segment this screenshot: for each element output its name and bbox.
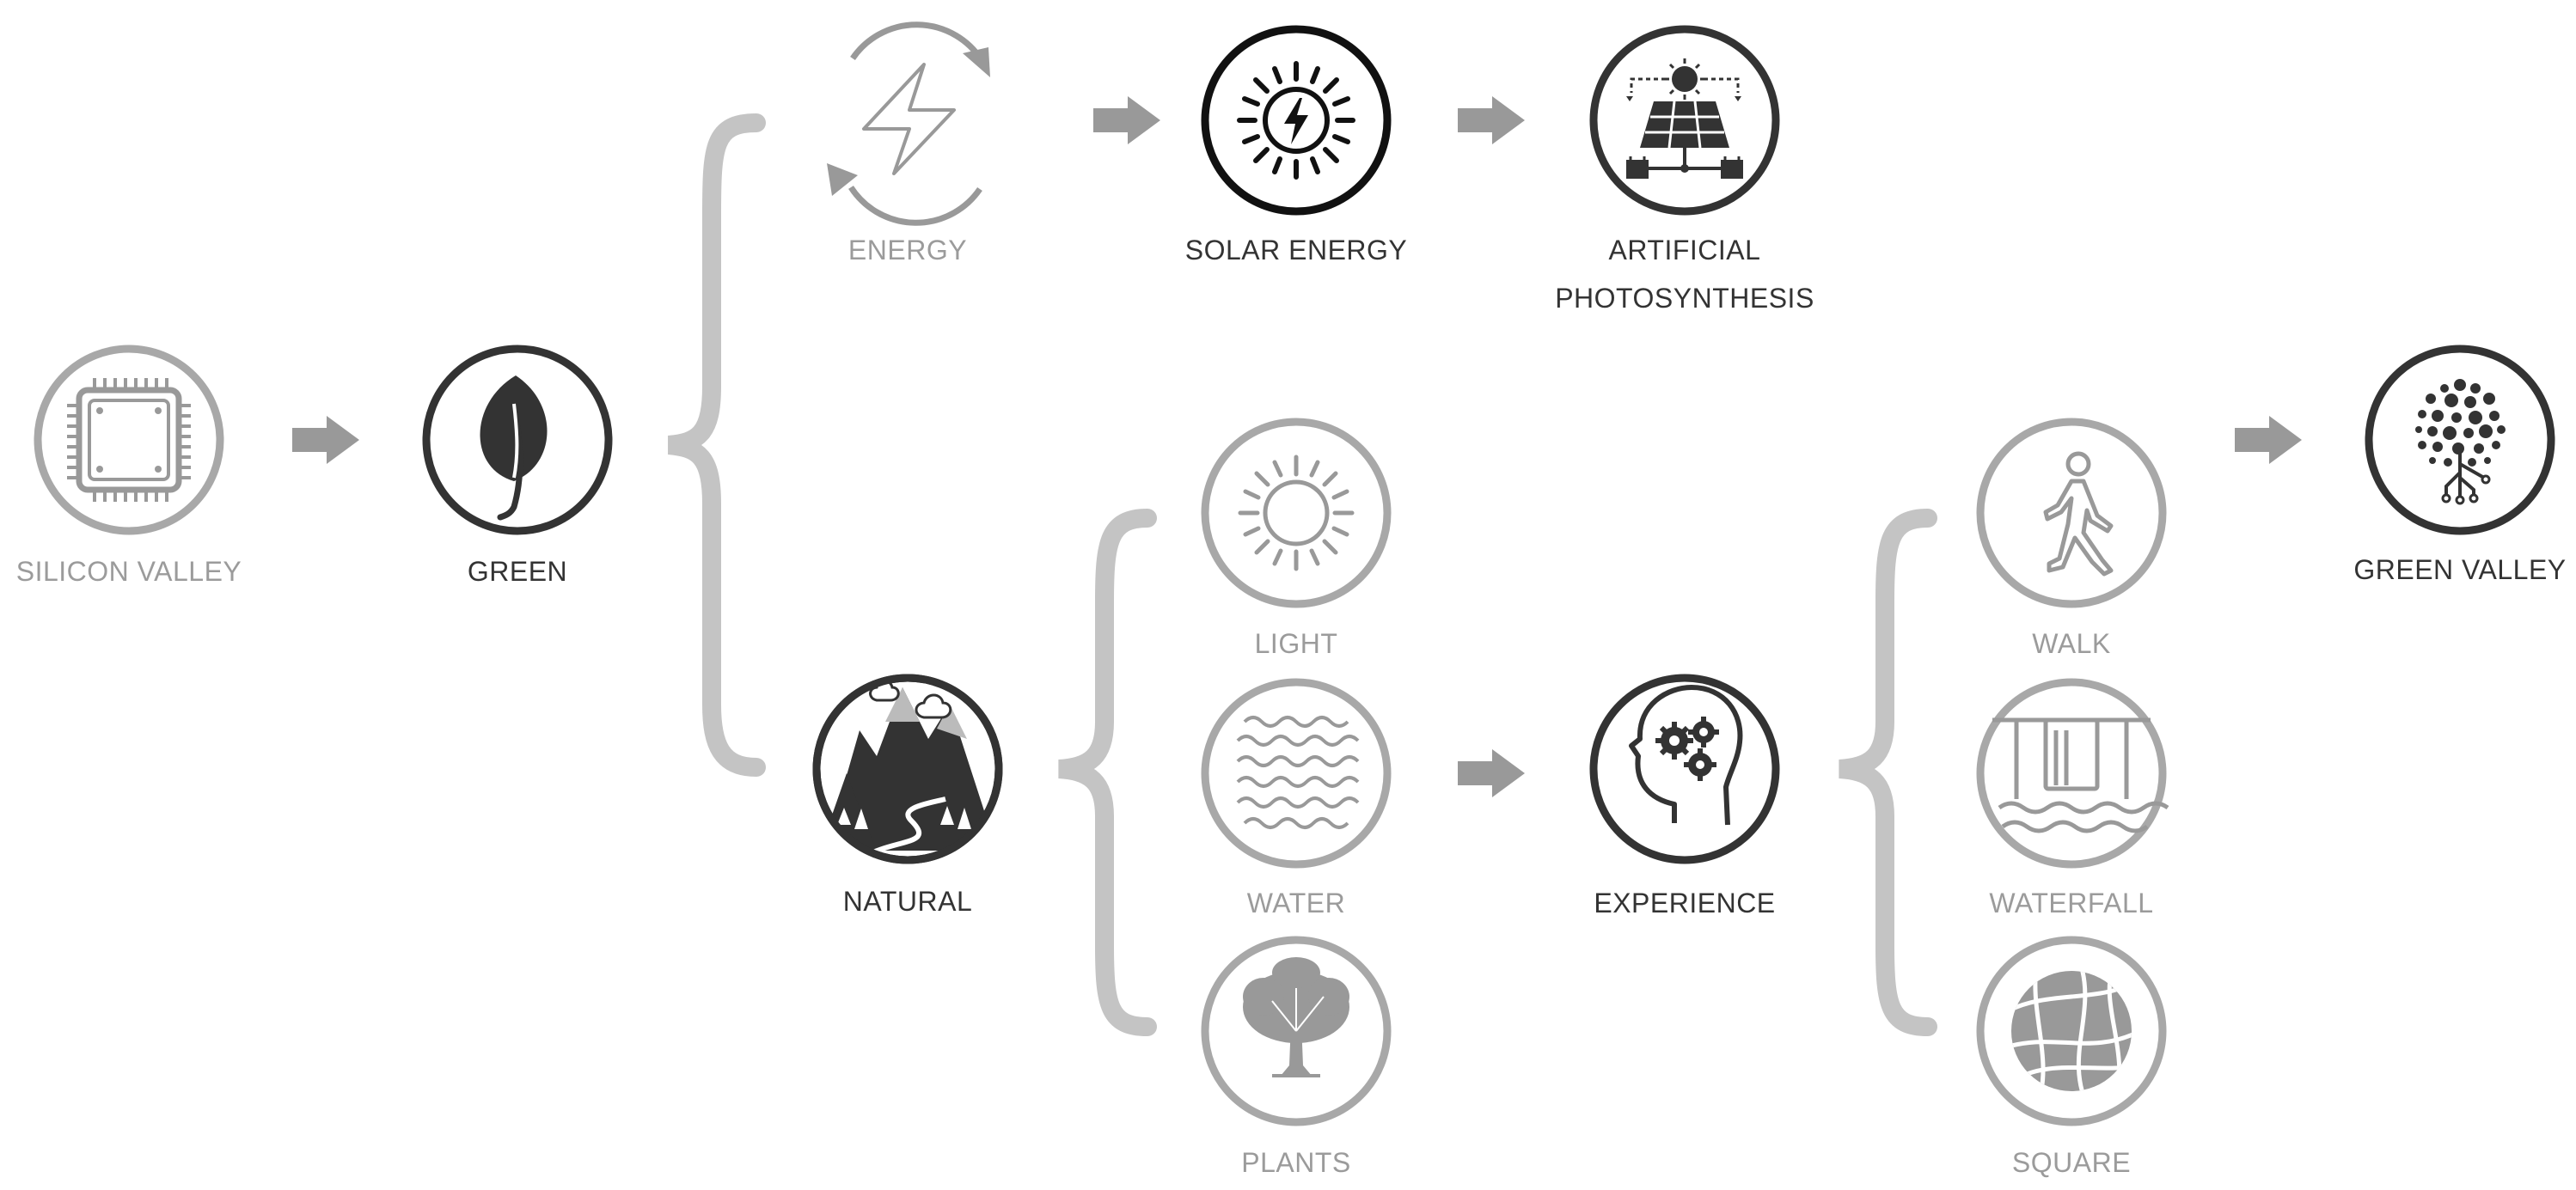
node-energy: ENERGY — [827, 21, 990, 265]
node-walk: WALK — [1976, 418, 2167, 659]
walking-person-icon — [2043, 451, 2114, 577]
node-experience: EXPERIENCE — [1589, 674, 1780, 918]
tree-icon — [1243, 957, 1349, 1077]
node-natural: NATURAL — [812, 674, 1003, 917]
label-natural: NATURAL — [843, 886, 972, 917]
waterfall-icon — [1992, 717, 2169, 833]
node-solar-energy: SOLAR ENERGY — [1185, 25, 1408, 265]
label-light: LIGHT — [1255, 628, 1338, 659]
node-water: WATER — [1201, 678, 1392, 918]
head-gears-icon — [1629, 685, 1743, 826]
label-solar-energy: SOLAR ENERGY — [1185, 235, 1408, 265]
label-green: GREEN — [468, 556, 567, 587]
label-artificial-line1: ARTIFICIAL — [1609, 235, 1761, 265]
label-silicon-valley: SILICON VALLEY — [16, 556, 242, 587]
label-plants: PLANTS — [1241, 1147, 1350, 1178]
brace-natural — [1058, 509, 1157, 1036]
label-walk: WALK — [2032, 628, 2111, 659]
node-square: SQUARE — [1976, 936, 2167, 1178]
label-waterfall: WATERFALL — [1989, 888, 2153, 918]
arrow-walk-to-greenvalley — [2235, 416, 2302, 464]
node-waterfall: WATERFALL — [1976, 678, 2169, 918]
arrow-solar-to-artificial — [1458, 96, 1525, 144]
label-water: WATER — [1247, 888, 1345, 918]
microchip-icon — [67, 378, 191, 502]
label-experience: EXPERIENCE — [1594, 888, 1775, 918]
node-plants: PLANTS — [1201, 936, 1392, 1178]
node-green-valley: GREEN VALLEY — [2353, 345, 2566, 585]
brace-green — [667, 113, 766, 777]
sun-icon — [1238, 455, 1355, 571]
node-artificial-photosynthesis: ARTIFICIAL PHOTOSYNTHESIS — [1555, 25, 1814, 314]
label-energy: ENERGY — [848, 235, 967, 265]
leaf-icon — [480, 375, 548, 521]
arrow-silicon-to-green — [292, 416, 359, 464]
node-light: LIGHT — [1201, 418, 1392, 659]
label-square: SQUARE — [2012, 1147, 2131, 1178]
label-green-valley: GREEN VALLEY — [2353, 554, 2566, 585]
node-silicon-valley: SILICON VALLEY — [16, 345, 242, 587]
label-artificial-line2: PHOTOSYNTHESIS — [1555, 283, 1814, 314]
brace-experience — [1839, 509, 1937, 1036]
arrow-water-to-experience — [1458, 749, 1525, 797]
arrow-energy-to-solar — [1093, 96, 1160, 144]
node-green: GREEN — [422, 345, 613, 587]
renewable-energy-icon — [827, 21, 990, 226]
sun-bolt-icon — [1237, 61, 1355, 180]
waves-icon — [1236, 716, 1360, 829]
solar-panel-icon — [1626, 58, 1743, 179]
